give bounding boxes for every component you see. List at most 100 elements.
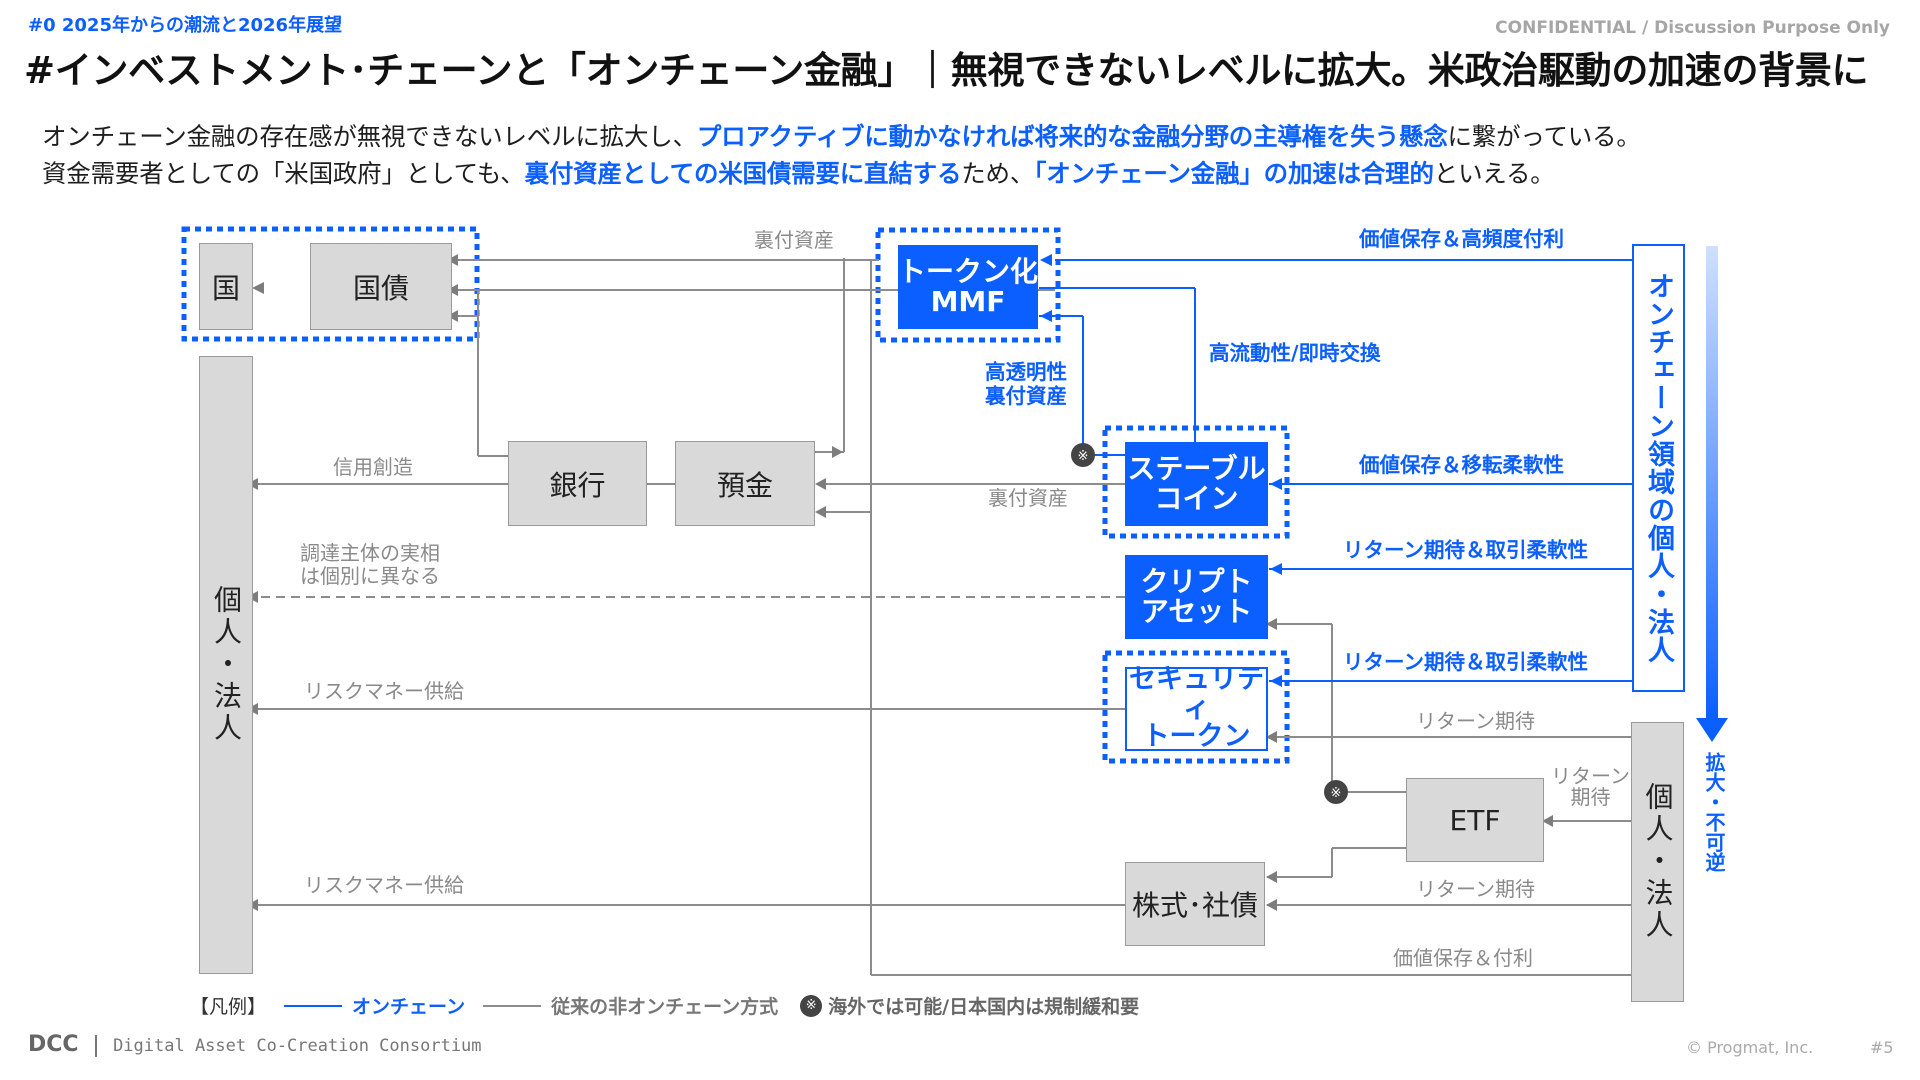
node-yokin: 預金	[675, 441, 815, 526]
arrowhead	[832, 446, 843, 458]
label-tomei: 高透明性 裏付資産	[985, 360, 1067, 408]
arrowhead	[1040, 310, 1052, 322]
arrowhead	[447, 284, 458, 296]
arrowhead	[1266, 731, 1277, 743]
node-kuni: 国	[199, 243, 253, 330]
label-kachi-koinfindo: 価値保存＆高頻度付利	[1359, 227, 1564, 251]
lead-text: に繋がっている。	[1447, 122, 1641, 151]
footer-dcc: DCC	[28, 1032, 79, 1057]
footer-copyright: © Progmat, Inc.	[1686, 1038, 1814, 1057]
node-token-mmf: トークン化 MMF	[898, 245, 1038, 329]
node-stock: 株式･社債	[1125, 862, 1265, 946]
section-label: #0 2025年からの潮流と2026年展望	[28, 15, 343, 36]
lead-highlight: プロアクティブに動かなければ将来的な金融分野の主導権を失う懸念	[696, 122, 1448, 151]
arrowhead	[1266, 618, 1277, 630]
lead-text: といえる。	[1433, 159, 1555, 188]
arrowhead	[1266, 871, 1277, 883]
footer-divider	[94, 1035, 97, 1057]
kome-circle	[1071, 443, 1095, 467]
node-security-token: セキュリティ トークン	[1125, 663, 1268, 753]
dotted-frame-security	[1102, 650, 1290, 764]
label-chotatsu-line2: は個別に異なる	[300, 564, 440, 588]
arrowhead	[252, 282, 264, 294]
arrowhead	[1270, 675, 1282, 687]
label-chotatsu-line1: 調達主体の実相	[300, 541, 440, 565]
label-kachi-fuwri: 価値保存＆付利	[1393, 946, 1533, 970]
legend-onchain-label: オンチェーン	[352, 996, 466, 1018]
label-chotatsu: 調達主体の実相 は個別に異なる	[300, 542, 440, 588]
node-kojin-right: 個人・法人	[1631, 722, 1684, 1002]
footer-page-number: #5	[1870, 1038, 1894, 1057]
label-uraduke-top: 裏付資産	[754, 228, 834, 252]
label-return-etf-line2: 期待	[1570, 785, 1611, 809]
label-return-1: リターン期待	[1416, 709, 1535, 733]
node-kojin-left-label: 個人・法人	[210, 585, 243, 745]
label-koryudo: 高流動性/即時交換	[1209, 341, 1381, 365]
lead-text: オンチェーン金融の存在感が無視できないレベルに拡大し、	[42, 122, 697, 151]
arrowhead	[1270, 563, 1282, 575]
kome-mark: ※	[1078, 449, 1089, 464]
legend-traditional-label: 従来の非オンチェーン方式	[551, 996, 779, 1018]
node-security-line2: トークン	[1142, 721, 1251, 753]
label-return-etf: リターン 期待	[1551, 766, 1630, 808]
expand-label-text: 拡大・不可逆	[1702, 752, 1726, 872]
dotted-frame-kuni	[181, 226, 480, 342]
legend-kome-icon: ※	[800, 994, 823, 1017]
label-return-2: リターン期待	[1416, 877, 1535, 901]
node-token-mmf-line2: MMF	[930, 285, 1006, 318]
expand-label: 拡大・不可逆	[1700, 752, 1726, 876]
node-kojin-left: 個人・法人	[199, 356, 253, 974]
node-security-line1: セキュリティ	[1129, 663, 1264, 724]
node-onchain-domain: オンチェーン領域の個人・法人	[1632, 244, 1685, 692]
node-ginko: 銀行	[508, 441, 647, 526]
label-uraduke-mid: 裏付資産	[988, 486, 1068, 510]
label-return-etf-line1: リターン	[1551, 764, 1630, 788]
lead-text: 資金需要者としての「米国政府」としても、	[42, 159, 525, 188]
page-title: #インベストメント･チェーンと「オンチェーン金融」｜無視できないレベルに拡大。米…	[24, 49, 1869, 92]
arrowhead	[447, 310, 458, 322]
arrowhead	[1270, 478, 1282, 490]
label-shinyo-sozo: 信用創造	[333, 455, 413, 479]
node-crypto-asset: クリプト アセット	[1125, 555, 1268, 639]
dotted-frame-mmf	[875, 227, 1061, 343]
expand-arrow-shaft	[1706, 246, 1718, 720]
arrowhead	[815, 506, 826, 518]
node-etf: ETF	[1406, 778, 1544, 862]
expand-arrow-head	[1696, 718, 1728, 742]
lead-highlight: 裏付資産としての米国債需要に直結する	[524, 159, 962, 188]
label-risk-money-1: リスクマネー供給	[304, 679, 464, 703]
node-token-mmf-line1: トークン化	[898, 255, 1039, 289]
legend-title: 【凡例】	[190, 996, 267, 1018]
kome-circle	[1324, 780, 1348, 804]
legend-kome-note: 海外では可能/日本国内は規制緩和要	[828, 996, 1140, 1018]
kome-mark: ※	[1331, 786, 1342, 801]
label-kachi-iten: 価値保存＆移転柔軟性	[1359, 453, 1564, 477]
confidential-label: CONFIDENTIAL / Discussion Purpose Only	[1495, 18, 1890, 38]
node-stablecoin-line1: ステーブル	[1127, 452, 1266, 486]
footer-consortium: Digital Asset Co-Creation Consortium	[113, 1036, 482, 1056]
lead-highlight: 「オンチェーン金融」の加速は合理的	[1034, 159, 1434, 188]
legend-onchain-swatch	[284, 1004, 343, 1007]
node-stablecoin: ステーブル コイン	[1125, 442, 1268, 526]
label-return-torihiki-2: リターン期待＆取引柔軟性	[1343, 650, 1588, 674]
label-risk-money-2: リスクマネー供給	[304, 873, 464, 897]
node-onchain-domain-label: オンチェーン領域の個人・法人	[1643, 272, 1674, 664]
legend: 【凡例】 オンチェーン 従来の非オンチェーン方式 ※ 海外では可能/日本国内は規…	[190, 992, 1139, 1019]
node-kojin-right-label: 個人・法人	[1641, 782, 1675, 942]
node-kokusai: 国債	[310, 243, 452, 330]
arrowhead	[1266, 899, 1277, 911]
lead-text: ため、	[961, 159, 1035, 188]
lead-line-2: 資金需要者としての「米国政府」としても、裏付資産としての米国債需要に直結するため…	[42, 155, 1555, 190]
arrowhead	[1542, 815, 1553, 827]
arrowhead	[1040, 254, 1052, 266]
label-return-torihiki-1: リターン期待＆取引柔軟性	[1343, 538, 1588, 562]
label-tomei-line2: 裏付資産	[985, 383, 1067, 408]
legend-traditional-swatch	[483, 1004, 542, 1007]
footer-brand: DCC Digital Asset Co-Creation Consortium	[28, 1032, 482, 1057]
label-tomei-line1: 高透明性	[985, 360, 1067, 384]
node-stablecoin-line2: コイン	[1154, 482, 1239, 515]
node-crypto-line1: クリプト	[1140, 565, 1253, 599]
arrowhead	[447, 254, 458, 266]
node-crypto-line2: アセット	[1140, 595, 1253, 628]
